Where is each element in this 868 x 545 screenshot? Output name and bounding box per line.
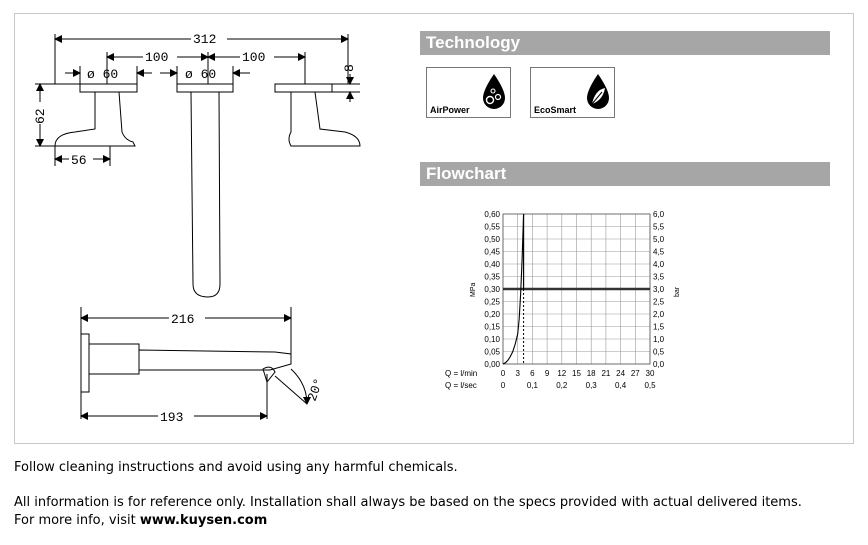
x-row1-tick-label: 24 (616, 369, 625, 378)
technical-drawing: 312 100 100 ø 60 ø 60 8 62 56 216 193 20… (33, 31, 361, 425)
x-row2-tick-label: 0,4 (615, 381, 627, 390)
x-row1-tick-label: 27 (631, 369, 640, 378)
y-right-tick-label: 3,5 (653, 273, 665, 282)
y-left-tick-label: 0,45 (484, 248, 500, 257)
y-right-tick-label: 2,5 (653, 298, 665, 307)
ecosmart-label: EcoSmart (534, 105, 577, 115)
footer-disclaimer: All information is for reference only. I… (14, 495, 802, 510)
y-left-tick-label: 0,05 (484, 348, 500, 357)
y-left-tick-label: 0,50 (484, 235, 500, 244)
x-row1-tick-label: 6 (530, 369, 535, 378)
x-row1-tick-label: 9 (545, 369, 550, 378)
footer-website-link[interactable]: www.kuysen.com (139, 513, 268, 528)
dim-plate-thickness: 8 (342, 64, 357, 72)
technology-heading: Technology (420, 31, 830, 55)
x-row2-tick-label: 0,2 (556, 381, 568, 390)
spec-panel: 312 100 100 ø 60 ø 60 8 62 56 216 193 20… (14, 13, 854, 444)
dim-handle-depth: 56 (71, 153, 87, 168)
y-right-tick-label: 6,0 (653, 210, 665, 219)
y-left-tick-label: 0,00 (484, 360, 500, 369)
x-row1-tick-label: 30 (646, 369, 655, 378)
y-right-tick-label: 4,0 (653, 260, 665, 269)
y-left-tick-label: 0,30 (484, 285, 500, 294)
y-right-tick-label: 4,5 (653, 248, 665, 257)
y-right-tick-label: 0,5 (653, 348, 665, 357)
y-left-tick-label: 0,35 (484, 273, 500, 282)
y-right-tick-label: 1,5 (653, 323, 665, 332)
x-row1-tick-label: 3 (515, 369, 520, 378)
x-row2-axis-label: Q = l/sec (445, 381, 477, 390)
airpower-badge: AirPower (426, 67, 511, 118)
y-left-axis-label: MPa (470, 283, 477, 298)
y-right-tick-label: 1,0 (653, 335, 665, 344)
dim-spacing-left: 100 (145, 50, 168, 65)
dim-diameter-left: ø 60 (87, 67, 118, 82)
footer-more-info: For more info, visit www.kuysen.com (14, 512, 267, 530)
flowchart-heading: Flowchart (420, 162, 830, 186)
footer-cleaning-note: Follow cleaning instructions and avoid u… (14, 460, 458, 475)
y-right-tick-label: 0,0 (653, 360, 665, 369)
airpower-drop-icon (483, 74, 505, 109)
ecosmart-badge: EcoSmart (530, 67, 615, 118)
y-right-tick-label: 2,0 (653, 310, 665, 319)
y-right-tick-label: 3,0 (653, 285, 665, 294)
y-left-tick-label: 0,20 (484, 310, 500, 319)
x-row2-tick-label: 0,3 (586, 381, 598, 390)
dim-diameter-center: ø 60 (185, 67, 216, 82)
airpower-label: AirPower (430, 105, 470, 115)
y-left-tick-label: 0,60 (484, 210, 500, 219)
x-row1-tick-label: 0 (501, 369, 506, 378)
x-row2-tick-label: 0,1 (527, 381, 539, 390)
flow-curve (502, 213, 525, 365)
dim-spout-length: 216 (171, 312, 194, 327)
dim-total-width: 312 (193, 32, 216, 47)
dim-spout-reach: 193 (160, 410, 183, 425)
y-left-tick-label: 0,10 (484, 335, 500, 344)
y-left-tick-label: 0,25 (484, 298, 500, 307)
x-row1-tick-label: 12 (557, 369, 566, 378)
y-left-tick-label: 0,40 (484, 260, 500, 269)
y-right-tick-label: 5,5 (653, 223, 665, 232)
footer-more-info-prefix: For more info, visit (14, 513, 140, 528)
y-right-axis-label: bar (674, 286, 681, 297)
x-row1-tick-label: 15 (572, 369, 581, 378)
y-left-tick-label: 0,55 (484, 223, 500, 232)
ecosmart-leaf-icon (587, 74, 609, 109)
y-left-tick-label: 0,15 (484, 323, 500, 332)
dim-spout-angle: 20° (305, 376, 327, 403)
x-row2-tick-label: 0,5 (644, 381, 656, 390)
dim-handle-height: 62 (33, 108, 48, 124)
y-right-tick-label: 5,0 (653, 235, 665, 244)
x-row2-tick-label: 0 (501, 381, 506, 390)
x-row1-axis-label: Q = l/min (445, 369, 477, 378)
x-row1-tick-label: 21 (601, 369, 610, 378)
dim-spacing-right: 100 (242, 50, 265, 65)
x-row1-tick-label: 18 (587, 369, 596, 378)
